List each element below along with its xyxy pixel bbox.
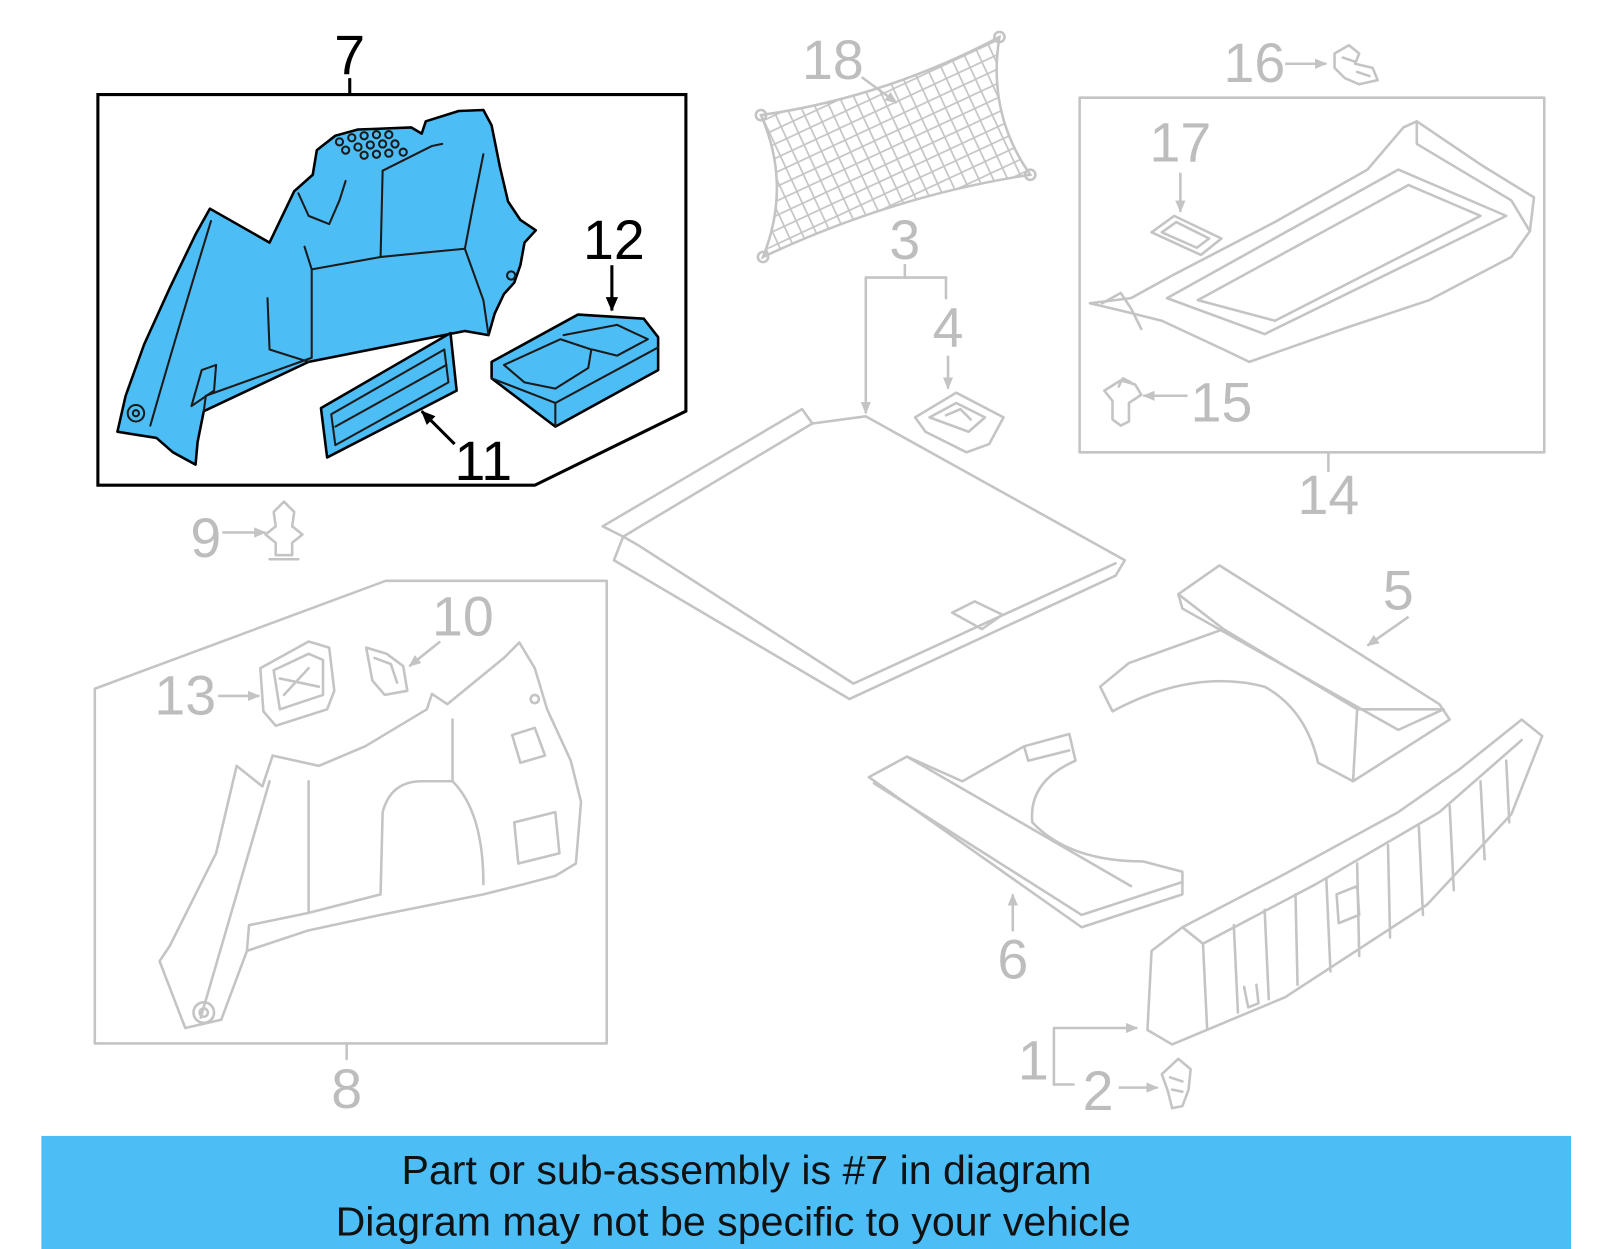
info-banner: Part or sub-assembly is #7 in diagram Di…	[41, 1135, 1571, 1249]
assembly-8-group: 8 13 10	[93, 579, 609, 1120]
callout-11: 11	[455, 430, 513, 492]
part-1-scuff-plate	[1146, 718, 1544, 1046]
callout-4: 4	[933, 296, 964, 358]
callout-8: 8	[331, 1058, 362, 1120]
part-5-floor-panel	[1098, 564, 1451, 783]
callout-11-arrow	[420, 410, 456, 446]
part-13-cover	[259, 640, 336, 728]
callout-5-arrow	[1366, 615, 1410, 647]
quarter-trim-panel	[116, 108, 538, 466]
part-18-cargo-net	[754, 30, 1037, 264]
callout-14: 14	[1298, 464, 1360, 526]
callout-18: 18	[802, 29, 864, 91]
part-2-clip	[1160, 1057, 1192, 1110]
callout-5: 5	[1383, 560, 1414, 622]
assembly-7-group: 7	[96, 24, 688, 492]
quarter-trim-panel-opposite	[158, 641, 583, 1030]
callout-9: 9	[190, 507, 221, 569]
part-15-pushpin	[1102, 377, 1143, 427]
callout-2: 2	[1083, 1060, 1114, 1122]
callout-6: 6	[997, 929, 1028, 991]
part-9-pushpin	[264, 500, 304, 561]
callout-3-bracket	[860, 263, 948, 415]
part-4-hook	[913, 391, 1005, 454]
callout-17: 17	[1149, 111, 1211, 173]
part-11-cover	[319, 331, 458, 459]
banner-background	[41, 1135, 1571, 1249]
part-16-clip	[1333, 43, 1380, 86]
callout-10: 10	[432, 585, 494, 647]
assembly-14-group: 14 16 17 15	[1078, 32, 1546, 526]
part-10-bracket	[364, 646, 409, 697]
speaker-grille	[334, 130, 408, 160]
banner-line-1: Part or sub-assembly is #7 in diagram	[402, 1147, 1092, 1193]
callout-15: 15	[1191, 371, 1253, 433]
callout-7: 7	[334, 24, 365, 86]
part-6-floor-panel	[867, 732, 1184, 929]
callout-12: 12	[583, 209, 645, 271]
callout-13: 13	[154, 664, 216, 726]
callout-16: 16	[1224, 32, 1286, 94]
assembly-7-frame	[96, 93, 688, 487]
part-3-load-floor	[601, 407, 1127, 701]
part-12-storage-tray	[490, 313, 660, 428]
banner-line-2: Diagram may not be specific to your vehi…	[336, 1199, 1131, 1245]
callout-1: 1	[1018, 1029, 1049, 1091]
callout-10-arrow	[408, 640, 442, 668]
callout-3: 3	[889, 209, 920, 271]
part-17-pad	[1150, 214, 1223, 257]
cargo-cover-panel	[1088, 120, 1536, 364]
callout-18-arrow	[860, 76, 898, 104]
callout-1-bracket	[1052, 1022, 1139, 1086]
